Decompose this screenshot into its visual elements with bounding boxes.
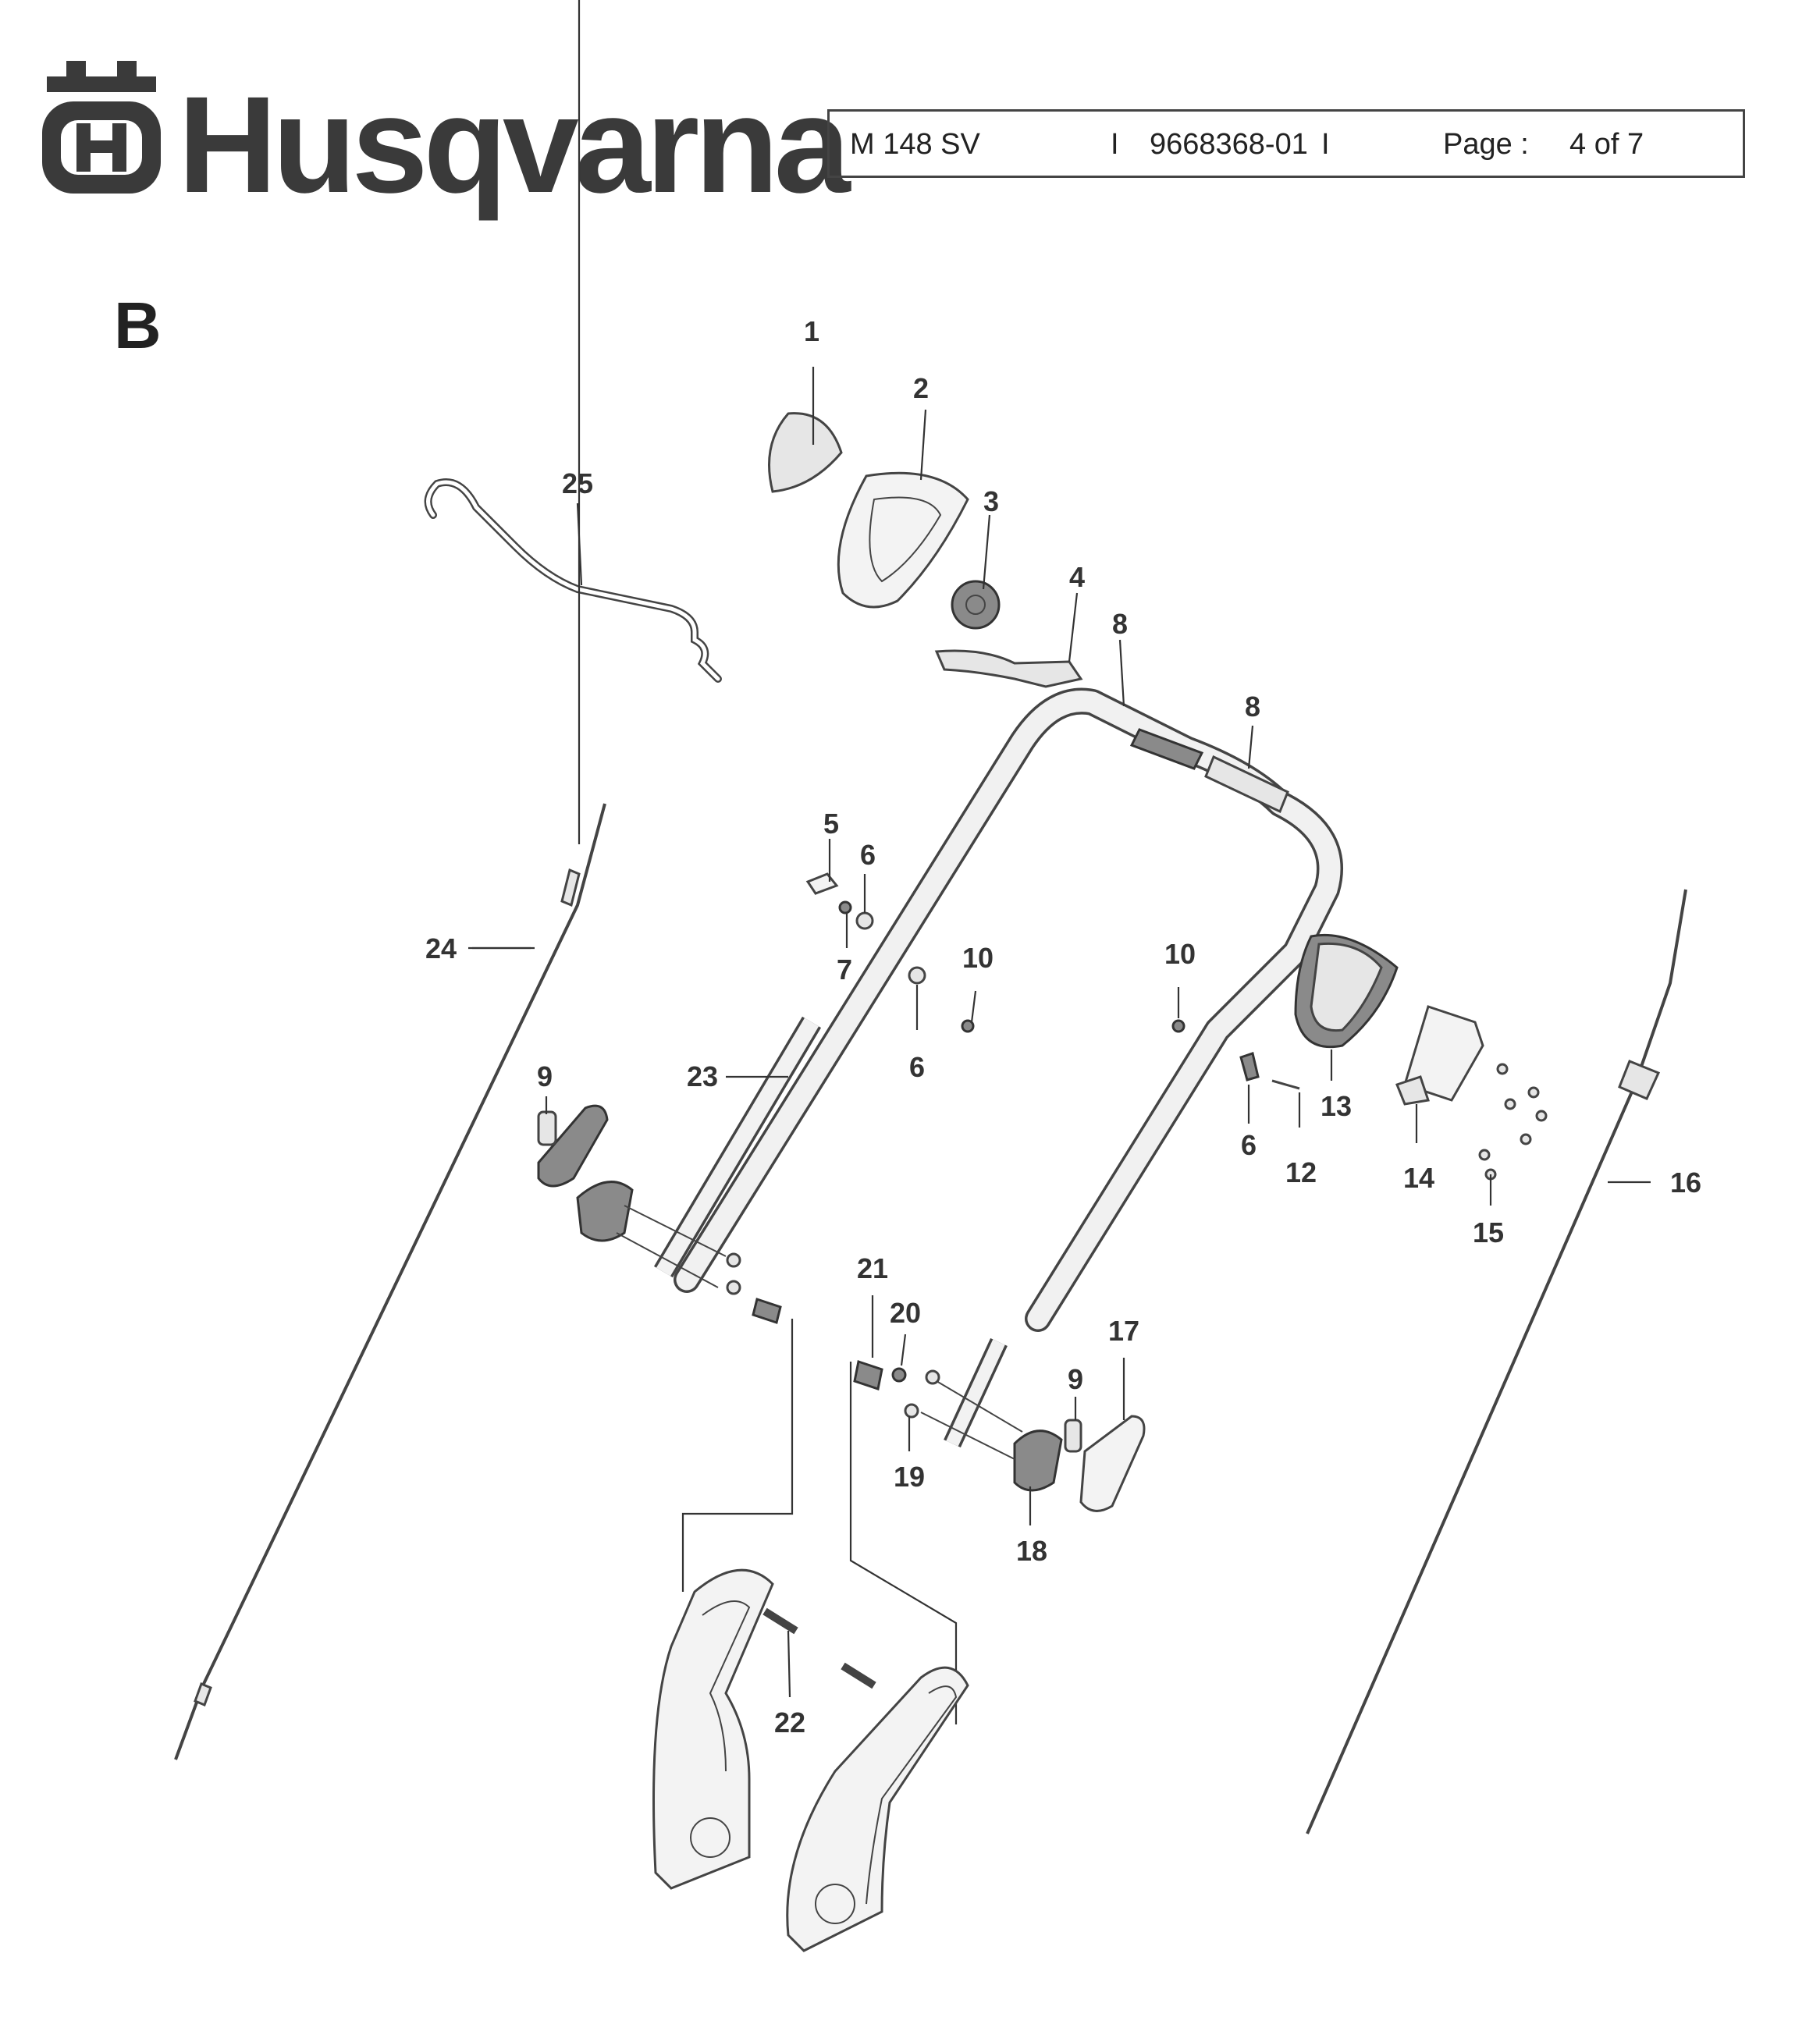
callout-24: 24 [425,932,457,964]
callout-labels: 1 2 3 4 5 6 6 6 7 8 8 9 9 10 10 12 13 14… [425,315,1701,1738]
callout-8: 8 [1245,691,1260,723]
part-knob [951,580,1001,630]
callout-9: 9 [537,1060,553,1092]
callout-2: 2 [913,372,929,404]
part-left-cable [174,803,606,1760]
callout-18: 18 [1016,1535,1047,1567]
callout-8: 8 [1112,608,1128,640]
part-lower-bracket-right [786,1666,969,1952]
callout-22: 22 [774,1706,805,1738]
callout-16: 16 [1670,1167,1701,1199]
callout-9: 9 [1068,1363,1083,1395]
header-separator: I [1111,128,1119,161]
crown-emblem-icon [42,61,161,194]
callout-7: 7 [837,954,852,986]
brand-logo: Husqvarna [31,45,851,214]
callout-6: 6 [860,839,876,871]
part-throttle-rod [424,478,722,683]
section-label: B [114,289,162,362]
part-handle-cover [837,471,969,609]
part-number: 9668368-01 [1150,128,1308,161]
part-bracket [1403,1005,1484,1102]
callout-17: 17 [1108,1315,1139,1347]
callout-19: 19 [894,1461,925,1493]
leader-lines [472,0,1651,1698]
callout-20: 20 [890,1297,921,1329]
callout-10: 10 [1164,938,1196,970]
part-control-lever [934,649,1083,688]
explode-line [681,1319,794,1592]
model-name: M 148 SV [850,128,980,161]
callout-10: 10 [962,942,994,974]
callout-5: 5 [823,808,839,840]
callout-23: 23 [687,1060,718,1092]
callout-12: 12 [1285,1156,1317,1188]
brand-wordmark: Husqvarna [178,69,851,222]
callout-15: 15 [1473,1216,1504,1248]
callout-14: 14 [1403,1162,1434,1194]
callout-13: 13 [1321,1090,1352,1122]
callout-1: 1 [804,315,819,347]
part-lower-bracket-left [652,1568,774,1890]
page-label: Page : [1443,128,1529,161]
callout-25: 25 [562,467,593,499]
part-quick-release-right [1079,1415,1146,1512]
callout-6: 6 [909,1051,925,1083]
part-handle-knob-right [1013,1429,1063,1492]
callout-3: 3 [983,485,999,517]
page-number: 4 of 7 [1569,128,1644,161]
document-header: M 148 SV I 9668368-01 I Page : 4 of 7 [827,109,1745,178]
part-label-insert [768,412,843,493]
header-separator: I [1321,128,1330,161]
part-screws [1478,1063,1548,1181]
callout-4: 4 [1069,561,1085,593]
part-quick-release-left [537,1104,609,1188]
callout-6: 6 [1241,1129,1257,1161]
callout-21: 21 [857,1252,888,1284]
part-right-cable [1306,889,1687,1834]
